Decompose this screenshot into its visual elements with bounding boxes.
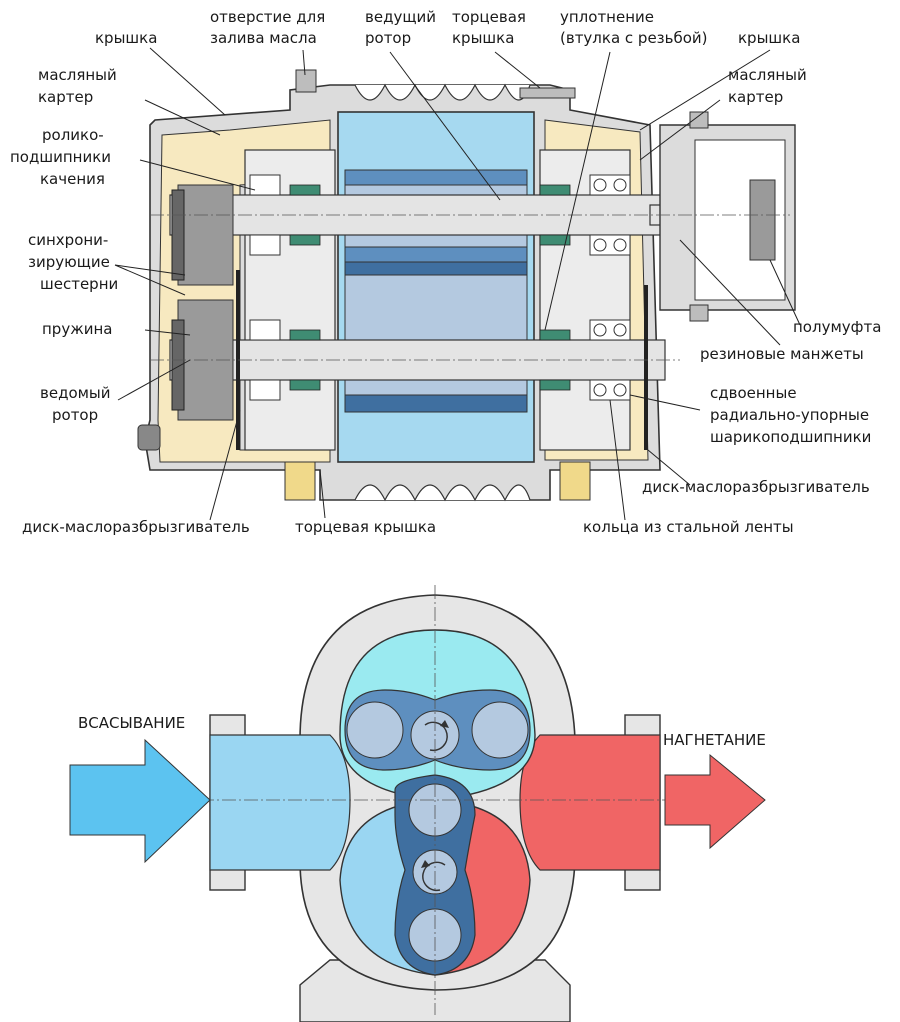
label-driven-rotor: ведомый ротор: [40, 384, 115, 424]
bottom-fins: [354, 484, 531, 502]
top-rotor: [344, 689, 531, 771]
ball-bearings-right: [589, 174, 631, 401]
cross-section: ВСАСЫВАНИЕ НАГНЕТАНИЕ: [69, 585, 766, 1022]
label-drive-rotor: ведущий ротор: [365, 8, 441, 47]
label-discharge: НАГНЕТАНИЕ: [663, 731, 766, 749]
label-oil-disc-right: диск-маслоразбрызгиватель: [642, 478, 870, 496]
cover-bolt: [519, 87, 576, 99]
oil-fill-plug: [295, 69, 317, 93]
label-roller-bearings: ролико- подшипники качения: [10, 126, 116, 188]
longitudinal-section: отверстие для залива масла ведущий ротор…: [10, 8, 881, 536]
label-oil-sump-right: масляный картер: [728, 66, 812, 106]
suction-channel: [209, 734, 351, 871]
oil-pocket-right: [559, 461, 591, 501]
discharge-channel: [519, 734, 661, 871]
sync-gears: [171, 184, 234, 421]
coupling-bolt-bottom: [689, 304, 709, 322]
rotation-arrow-top: [424, 721, 448, 752]
discharge-arrow: [664, 753, 766, 850]
seals-right: [539, 184, 571, 391]
seals-left: [289, 184, 321, 391]
suction-arrow: [69, 738, 211, 864]
leader-lines: [114, 47, 801, 521]
label-end-cover-bottom: торцевая крышка: [295, 518, 436, 536]
label-rubber-cuffs: резиновые манжеты: [700, 345, 864, 363]
label-double-bearings: сдвоенные радиально-упорные шарикоподшип…: [710, 384, 874, 446]
roller-bearings-left: [249, 174, 281, 401]
top-fins: [354, 83, 531, 101]
label-suction: ВСАСЫВАНИЕ: [78, 714, 185, 732]
label-oil-disc-left: диск-маслоразбрызгиватель: [22, 518, 250, 536]
label-steel-rings: кольца из стальной ленты: [583, 518, 794, 536]
drain-plug: [137, 424, 161, 451]
oil-disc-right-part: [644, 285, 648, 450]
label-sync-gears: синхрони- зирующие шестерни: [28, 231, 118, 293]
oil-pocket-left: [284, 461, 316, 501]
half-coupling-part: [749, 179, 776, 261]
label-cover-left: крышка: [95, 29, 157, 47]
label-oil-fill-hole: отверстие для залива масла: [210, 8, 330, 47]
coupling-bolt-top: [689, 111, 709, 129]
label-spring: пружина: [42, 320, 112, 338]
label-seal: уплотнение (втулка с резьбой): [560, 8, 708, 47]
rotation-arrow-bottom: [422, 861, 446, 892]
label-half-coupling: полумуфта: [793, 318, 881, 336]
label-oil-sump-left: масляный картер: [38, 66, 122, 106]
label-end-cover-top: торцевая крышка: [452, 8, 531, 47]
label-cover-right: крышка: [738, 29, 800, 47]
